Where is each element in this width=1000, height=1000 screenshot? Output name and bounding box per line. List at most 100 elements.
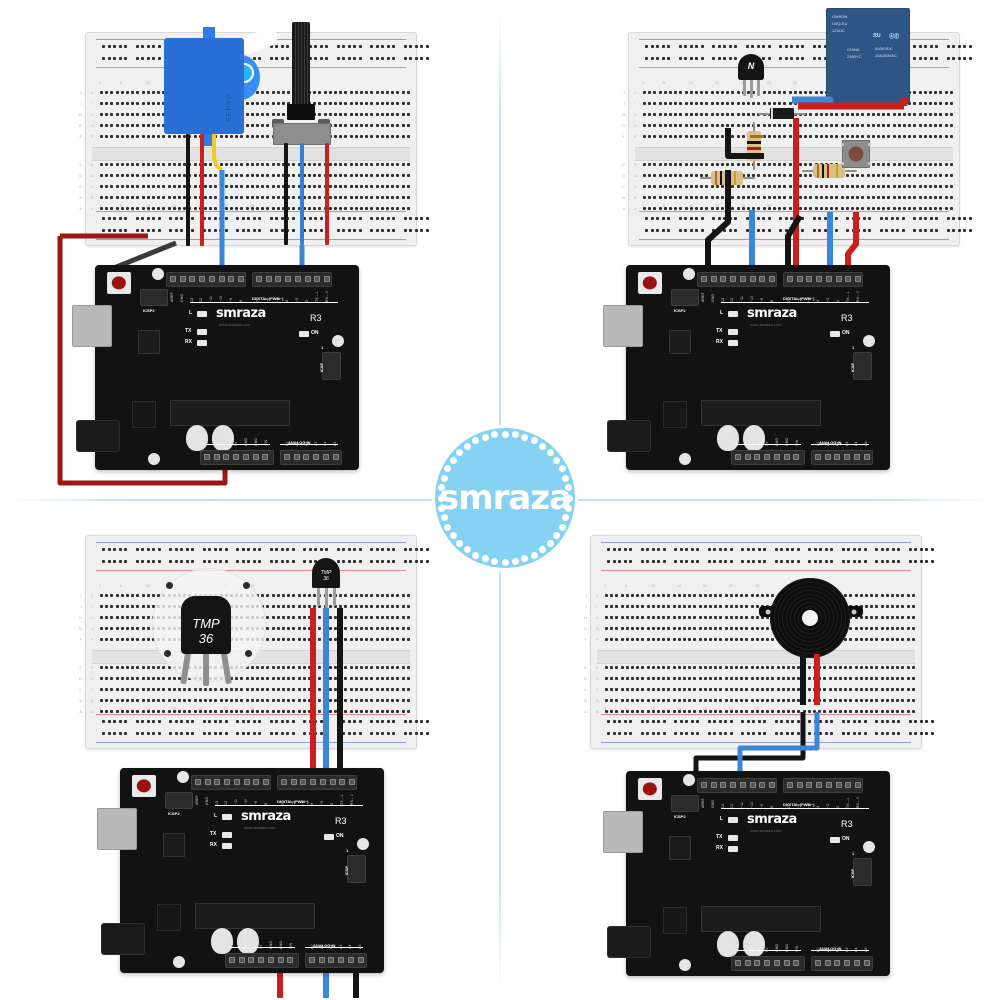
digital-header-left[interactable] <box>191 775 271 790</box>
usb-port[interactable] <box>603 305 643 347</box>
power-jack[interactable] <box>607 420 651 452</box>
digital-header-right[interactable] <box>783 272 863 287</box>
header-pin[interactable] <box>845 782 852 788</box>
power-jack[interactable] <box>101 923 145 955</box>
header-pin[interactable] <box>787 782 793 788</box>
header-pin[interactable] <box>237 276 244 282</box>
header-pin[interactable] <box>806 276 813 282</box>
header-pin[interactable] <box>204 454 210 460</box>
header-pin[interactable] <box>170 276 176 282</box>
reset-button[interactable] <box>638 778 662 800</box>
header-pin[interactable] <box>275 276 282 282</box>
header-pin[interactable] <box>710 782 717 788</box>
header-pin[interactable] <box>825 782 832 788</box>
header-pin[interactable] <box>844 454 851 460</box>
header-pin[interactable] <box>229 957 235 963</box>
header-pin[interactable] <box>744 960 751 966</box>
header-pin[interactable] <box>213 454 220 460</box>
header-pin[interactable] <box>277 957 284 963</box>
analog-header[interactable] <box>280 450 342 465</box>
header-pin[interactable] <box>328 957 335 963</box>
header-pin[interactable] <box>208 276 215 282</box>
header-pin[interactable] <box>863 960 870 966</box>
header-pin[interactable] <box>773 454 780 460</box>
header-pin[interactable] <box>339 779 346 785</box>
analog-header[interactable] <box>811 956 873 971</box>
header-pin[interactable] <box>253 779 260 785</box>
header-pin[interactable] <box>313 454 320 460</box>
header-pin[interactable] <box>256 276 262 282</box>
header-pin[interactable] <box>304 276 311 282</box>
header-pin[interactable] <box>329 779 336 785</box>
header-pin[interactable] <box>284 454 290 460</box>
header-pin[interactable] <box>759 276 766 282</box>
header-pin[interactable] <box>739 782 746 788</box>
header-pin[interactable] <box>189 276 196 282</box>
header-pin[interactable] <box>357 957 364 963</box>
header-pin[interactable] <box>816 276 823 282</box>
header-pin[interactable] <box>319 779 326 785</box>
header-pin[interactable] <box>793 454 800 460</box>
header-pin[interactable] <box>233 779 240 785</box>
header-pin[interactable] <box>701 782 707 788</box>
header-pin[interactable] <box>834 454 841 460</box>
header-pin[interactable] <box>238 957 245 963</box>
header-pin[interactable] <box>701 276 707 282</box>
header-pin[interactable] <box>309 957 315 963</box>
header-pin[interactable] <box>252 454 259 460</box>
analog-header[interactable] <box>811 450 873 465</box>
digital-header-left[interactable] <box>166 272 246 287</box>
potentiometer-shaft[interactable] <box>292 22 310 104</box>
power-jack[interactable] <box>76 420 120 452</box>
header-pin[interactable] <box>281 779 287 785</box>
header-pin[interactable] <box>300 779 307 785</box>
header-pin[interactable] <box>844 960 851 966</box>
header-pin[interactable] <box>303 454 310 460</box>
header-pin[interactable] <box>224 779 231 785</box>
header-pin[interactable] <box>287 957 294 963</box>
header-pin[interactable] <box>347 957 354 963</box>
icsp-header[interactable] <box>853 858 872 886</box>
header-pin[interactable] <box>228 276 235 282</box>
header-pin[interactable] <box>318 957 325 963</box>
header-pin[interactable] <box>720 276 727 282</box>
icsp2-header[interactable] <box>671 795 699 812</box>
header-pin[interactable] <box>322 454 329 460</box>
header-pin[interactable] <box>815 960 821 966</box>
header-pin[interactable] <box>267 957 274 963</box>
power-jack[interactable] <box>607 926 651 958</box>
header-pin[interactable] <box>793 960 800 966</box>
header-pin[interactable] <box>258 957 265 963</box>
header-pin[interactable] <box>204 779 211 785</box>
icsp-header[interactable] <box>853 352 872 380</box>
reset-button[interactable] <box>107 272 131 294</box>
analog-header[interactable] <box>305 953 367 968</box>
header-pin[interactable] <box>195 779 201 785</box>
header-pin[interactable] <box>265 276 272 282</box>
usb-port[interactable] <box>72 305 112 347</box>
header-pin[interactable] <box>824 454 831 460</box>
header-pin[interactable] <box>759 782 766 788</box>
header-pin[interactable] <box>294 276 301 282</box>
header-pin[interactable] <box>199 276 206 282</box>
header-pin[interactable] <box>243 779 250 785</box>
header-pin[interactable] <box>824 960 831 966</box>
header-pin[interactable] <box>764 454 771 460</box>
header-pin[interactable] <box>338 957 345 963</box>
header-pin[interactable] <box>735 454 741 460</box>
header-pin[interactable] <box>764 960 771 966</box>
header-pin[interactable] <box>744 454 751 460</box>
header-pin[interactable] <box>796 276 803 282</box>
header-pin[interactable] <box>710 276 717 282</box>
header-pin[interactable] <box>730 276 737 282</box>
header-pin[interactable] <box>720 782 727 788</box>
reset-button[interactable] <box>132 775 156 797</box>
header-pin[interactable] <box>262 779 269 785</box>
header-pin[interactable] <box>754 454 761 460</box>
icsp2-header[interactable] <box>671 289 699 306</box>
header-pin[interactable] <box>730 782 737 788</box>
header-pin[interactable] <box>834 960 841 966</box>
usb-port[interactable] <box>603 811 643 853</box>
header-pin[interactable] <box>323 276 330 282</box>
header-pin[interactable] <box>796 782 803 788</box>
